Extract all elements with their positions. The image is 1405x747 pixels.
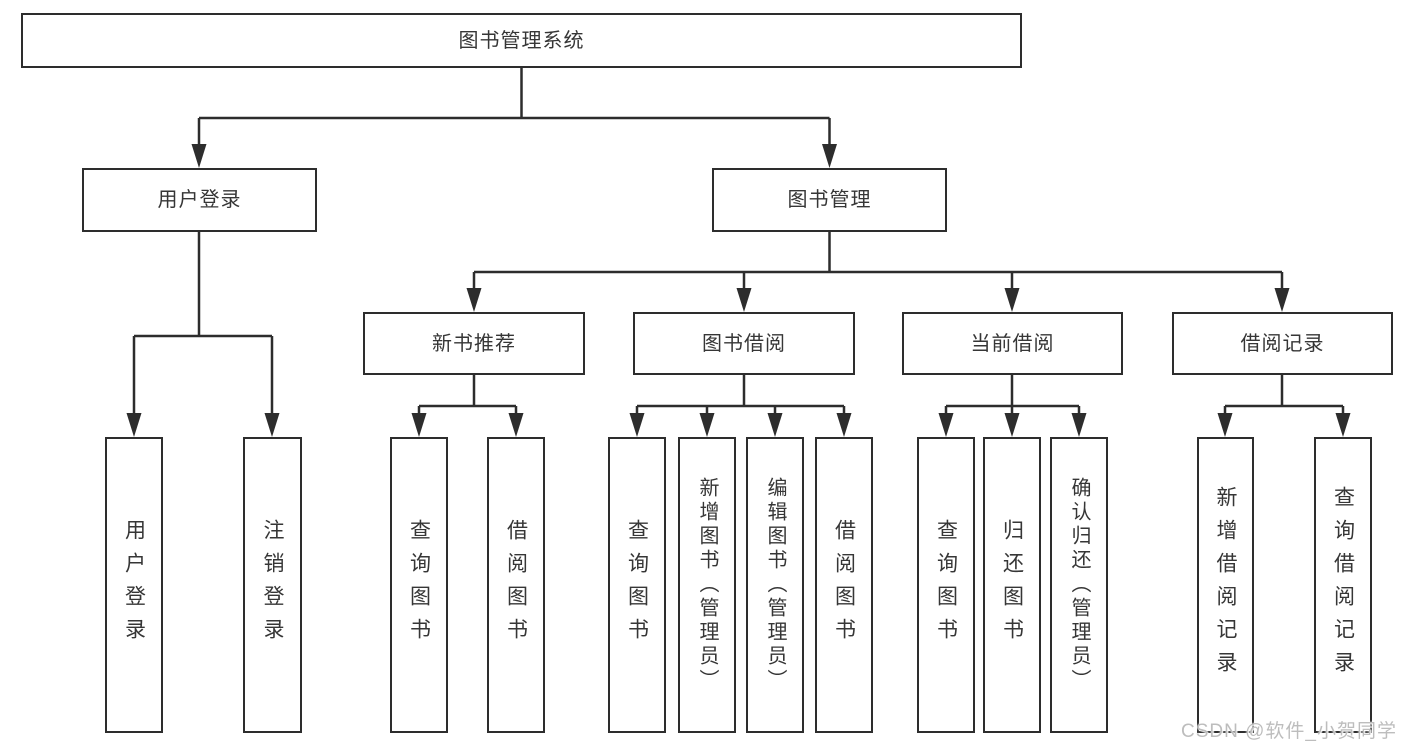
- leaf-current-confirm-return-admin: 确认归还（管理员）: [1050, 437, 1108, 733]
- node-user-login: 用户登录: [82, 168, 317, 232]
- leaf-borrow-query-books: 查询图书: [608, 437, 666, 733]
- arrowhead-icons: [126, 144, 1351, 437]
- leaf-user-login: 用户登录: [105, 437, 163, 733]
- node-root: 图书管理系统: [21, 13, 1022, 68]
- leaf-newrec-borrow-books: 借阅图书: [487, 437, 545, 733]
- node-book-borrowing: 图书借阅: [633, 312, 855, 375]
- leaf-borrow-add-books-admin: 新增图书（管理员）: [678, 437, 736, 733]
- leaf-borrow-borrow-books: 借阅图书: [815, 437, 873, 733]
- leaf-newrec-query-books: 查询图书: [390, 437, 448, 733]
- watermark: CSDN @软件_小贺同学: [1181, 721, 1397, 742]
- leaf-logout: 注销登录: [243, 437, 302, 733]
- node-new-book-recommend: 新书推荐: [363, 312, 585, 375]
- node-borrowing-records: 借阅记录: [1172, 312, 1393, 375]
- leaf-current-query-books: 查询图书: [917, 437, 975, 733]
- leaf-borrow-edit-books-admin: 编辑图书（管理员）: [746, 437, 804, 733]
- leaf-records-add-record: 新增借阅记录: [1197, 437, 1254, 733]
- leaf-current-return-books: 归还图书: [983, 437, 1041, 733]
- node-current-borrowing: 当前借阅: [902, 312, 1123, 375]
- leaf-records-query-record: 查询借阅记录: [1314, 437, 1372, 733]
- node-book-management: 图书管理: [712, 168, 947, 232]
